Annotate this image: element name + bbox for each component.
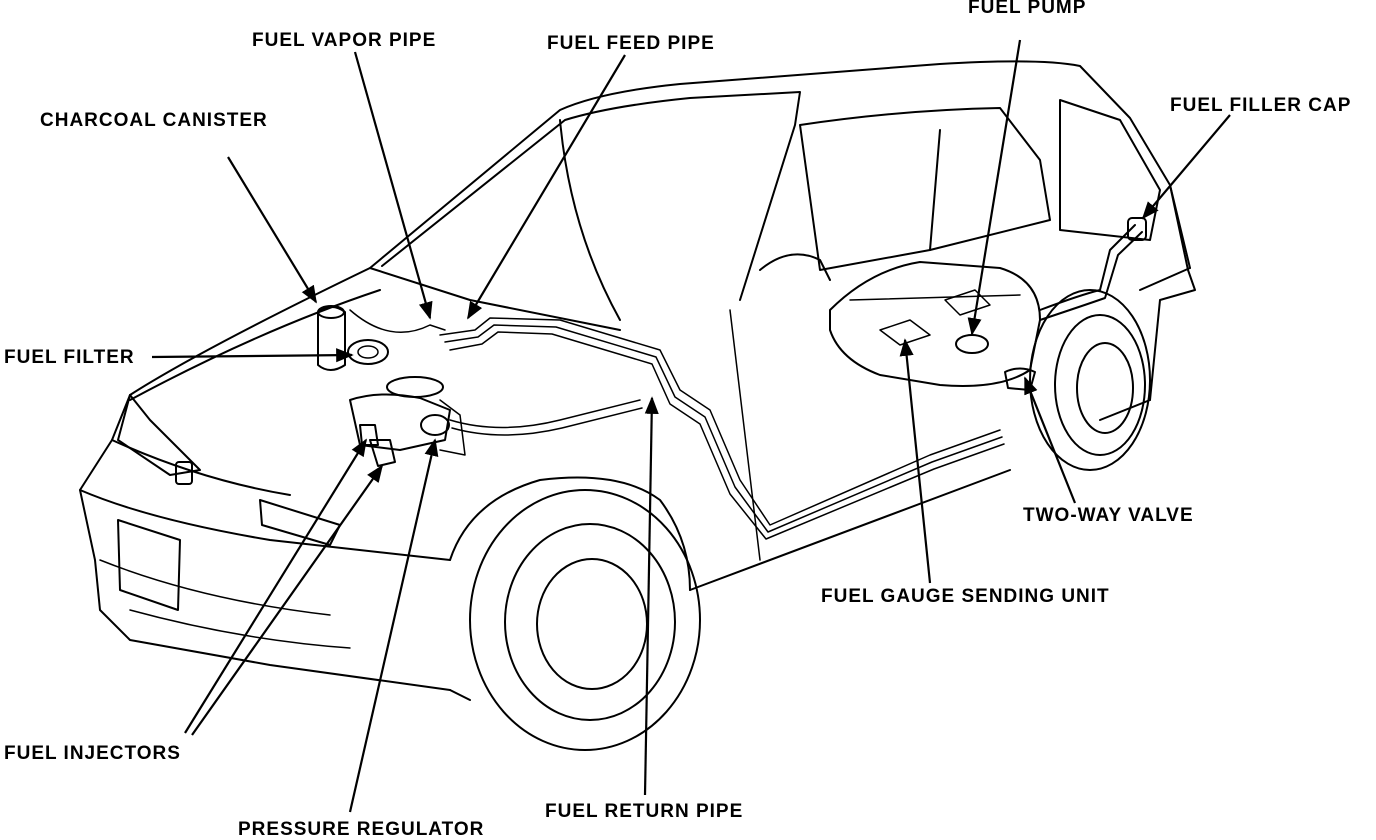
label-fuel-filter: FUEL FILTER (4, 347, 135, 368)
car-body (79, 60, 1196, 701)
two-way-valve-leader (1023, 376, 1077, 504)
label-fuel-feed-pipe: FUEL FEED PIPE (547, 33, 715, 54)
label-fuel-injectors: FUEL INJECTORS (4, 743, 181, 764)
front-wheel (469, 489, 701, 751)
fuel-feed-pipe-leader (467, 54, 626, 320)
label-fuel-return-pipe: FUEL RETURN PIPE (545, 801, 744, 822)
label-fuel-pump: FUEL PUMP (968, 0, 1087, 18)
fuel-lines (349, 309, 1005, 540)
fuel-gauge-sending-unit-leader (899, 338, 932, 584)
charcoal-canister-leader (227, 156, 317, 304)
fuel-vapor-pipe-leader (353, 51, 433, 320)
pressure-regulator-leader (348, 438, 439, 813)
label-fuel-vapor-pipe: FUEL VAPOR PIPE (252, 30, 437, 51)
fuel-injectors-leader-b (191, 464, 384, 736)
fuel-injectors-leader-a (184, 438, 367, 734)
fuel-filler-cap-leader (1141, 114, 1231, 220)
leader-lines (151, 39, 1231, 813)
label-fuel-filler-cap: FUEL FILLER CAP (1170, 95, 1352, 116)
label-two-way-valve: TWO-WAY VALVE (1023, 505, 1194, 526)
fuel-pump-leader (967, 39, 1022, 336)
fuel-tank (829, 217, 1147, 391)
fuel-return-pipe-leader (643, 396, 659, 796)
label-pressure-regulator: PRESSURE REGULATOR (238, 819, 485, 840)
label-fuel-gauge-sending-unit: FUEL GAUGE SENDING UNIT (821, 586, 1110, 607)
label-charcoal-canister: CHARCOAL CANISTER (40, 110, 268, 131)
fuel-filter-leader (151, 348, 354, 363)
